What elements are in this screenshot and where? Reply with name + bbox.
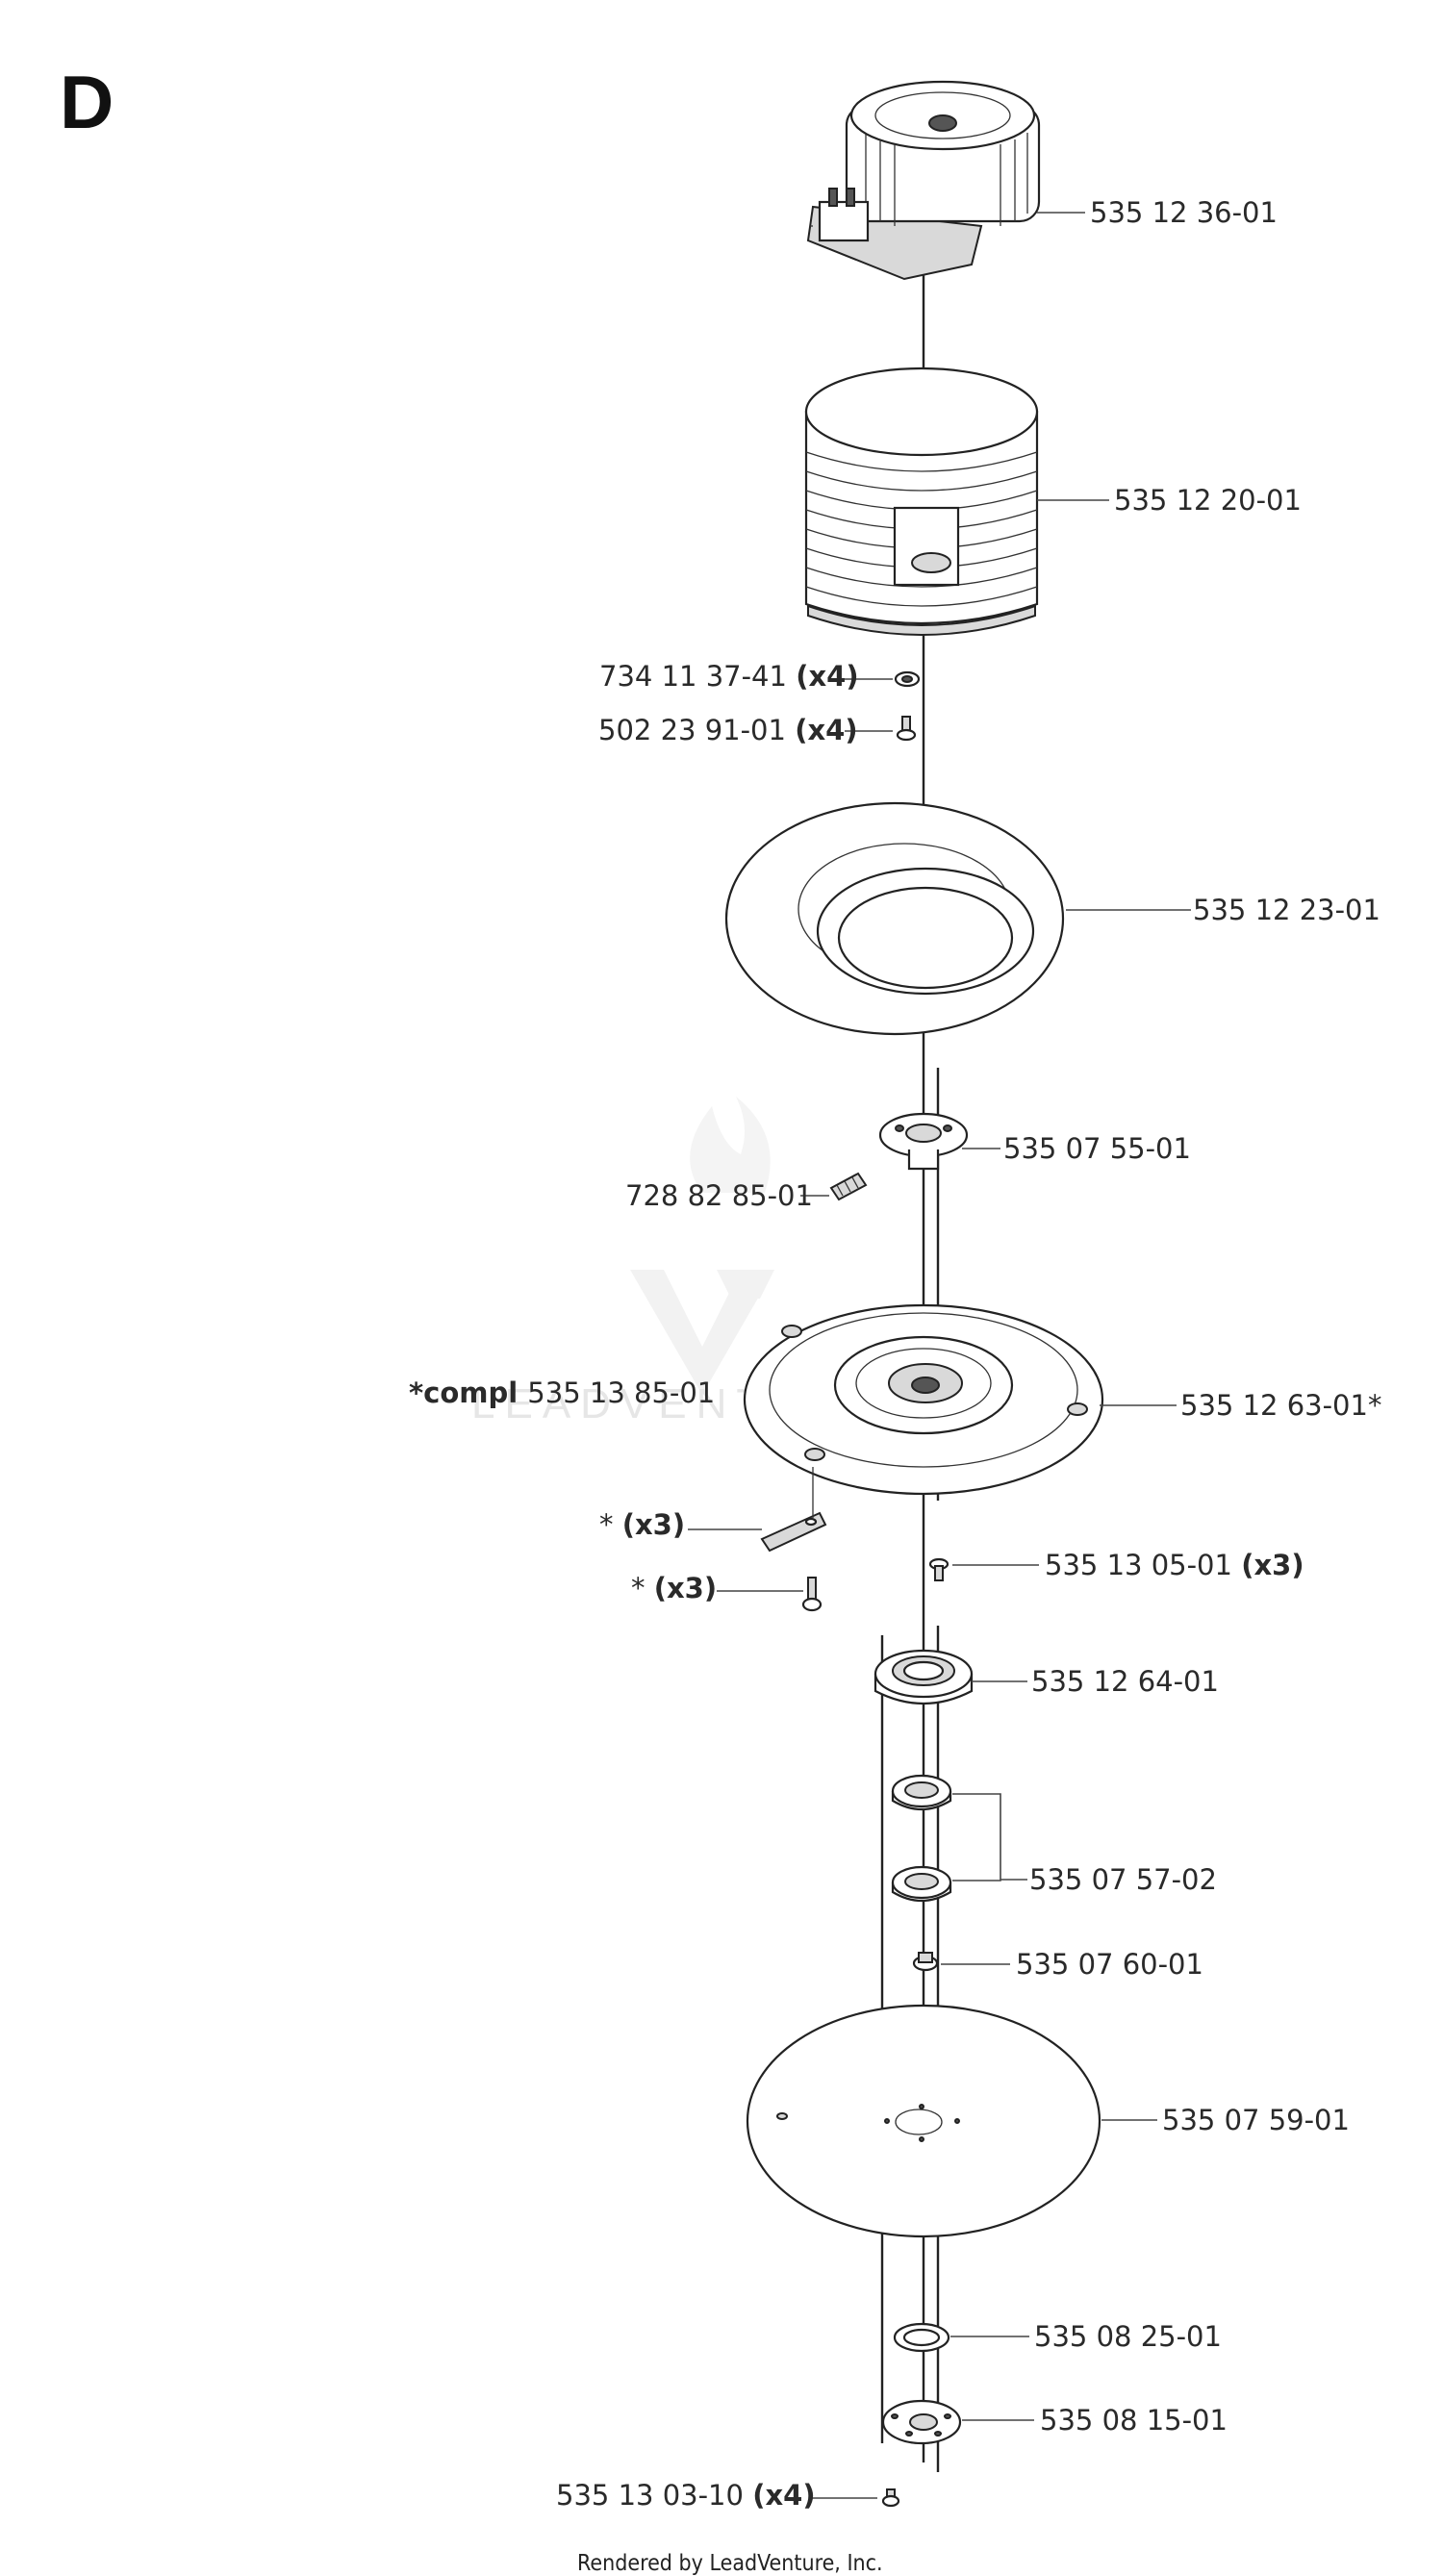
part-bearings — [891, 1774, 952, 1902]
part-label-nut: 535 07 60-01 — [1016, 1948, 1203, 1981]
part-screw-502 — [896, 716, 917, 742]
part-label-blade-disc: 535 12 63-01* — [1180, 1389, 1381, 1422]
part-motor — [806, 80, 1041, 281]
part-washer-535-08-25 — [893, 2322, 950, 2353]
part-label-washer-535-08-25: 535 08 25-01 — [1034, 2320, 1222, 2353]
part-flange — [881, 2399, 962, 2445]
part-label-skid-plate: 535 07 59-01 — [1162, 2104, 1350, 2136]
footer-credit: Rendered by LeadVenture, Inc. — [577, 2551, 883, 2576]
part-label-blade: * (x3) — [599, 1508, 685, 1541]
part-housing — [804, 366, 1039, 636]
part-label-housing: 535 12 20-01 — [1114, 484, 1302, 517]
part-bearing-housing — [873, 1649, 974, 1705]
part-label-motor: 535 12 36-01 — [1090, 196, 1278, 229]
part-label-bottom-screw: 535 13 03-10 (x4) — [556, 2479, 816, 2512]
part-bottom-screw — [881, 2488, 900, 2508]
part-label-screw-502: 502 23 91-01 (x4) — [598, 714, 858, 746]
part-label-flange: 535 08 15-01 — [1040, 2404, 1228, 2437]
part-blade — [760, 1511, 827, 1553]
watermark-logo — [630, 1097, 774, 1395]
part-label-ring-cover: 535 12 23-01 — [1193, 894, 1380, 926]
part-blade-disc — [743, 1303, 1104, 1496]
part-label-bearings: 535 07 57-02 — [1029, 1863, 1217, 1896]
part-screw-535-13-05 — [928, 1557, 949, 1581]
part-label-hub: 535 07 55-01 — [1003, 1132, 1191, 1165]
part-label-washer-734: 734 11 37-41 (x4) — [599, 660, 859, 693]
part-label-set-screw: 728 82 85-01 — [625, 1179, 813, 1212]
part-label-blade-screw: * (x3) — [631, 1572, 717, 1604]
section-letter: D — [60, 60, 114, 144]
part-skid-plate — [746, 2004, 1101, 2238]
part-set-screw — [829, 1172, 868, 1201]
part-blade-screw — [801, 1577, 823, 1612]
part-label-screw-535-13-05: 535 13 05-01 (x3) — [1045, 1549, 1304, 1581]
part-nut — [912, 1952, 939, 1972]
part-label-bearing-housing: 535 12 64-01 — [1031, 1665, 1219, 1698]
part-ring-cover — [724, 801, 1065, 1036]
part-label-compl: *compl 535 13 85-01 — [409, 1376, 715, 1409]
part-hub — [878, 1112, 969, 1171]
